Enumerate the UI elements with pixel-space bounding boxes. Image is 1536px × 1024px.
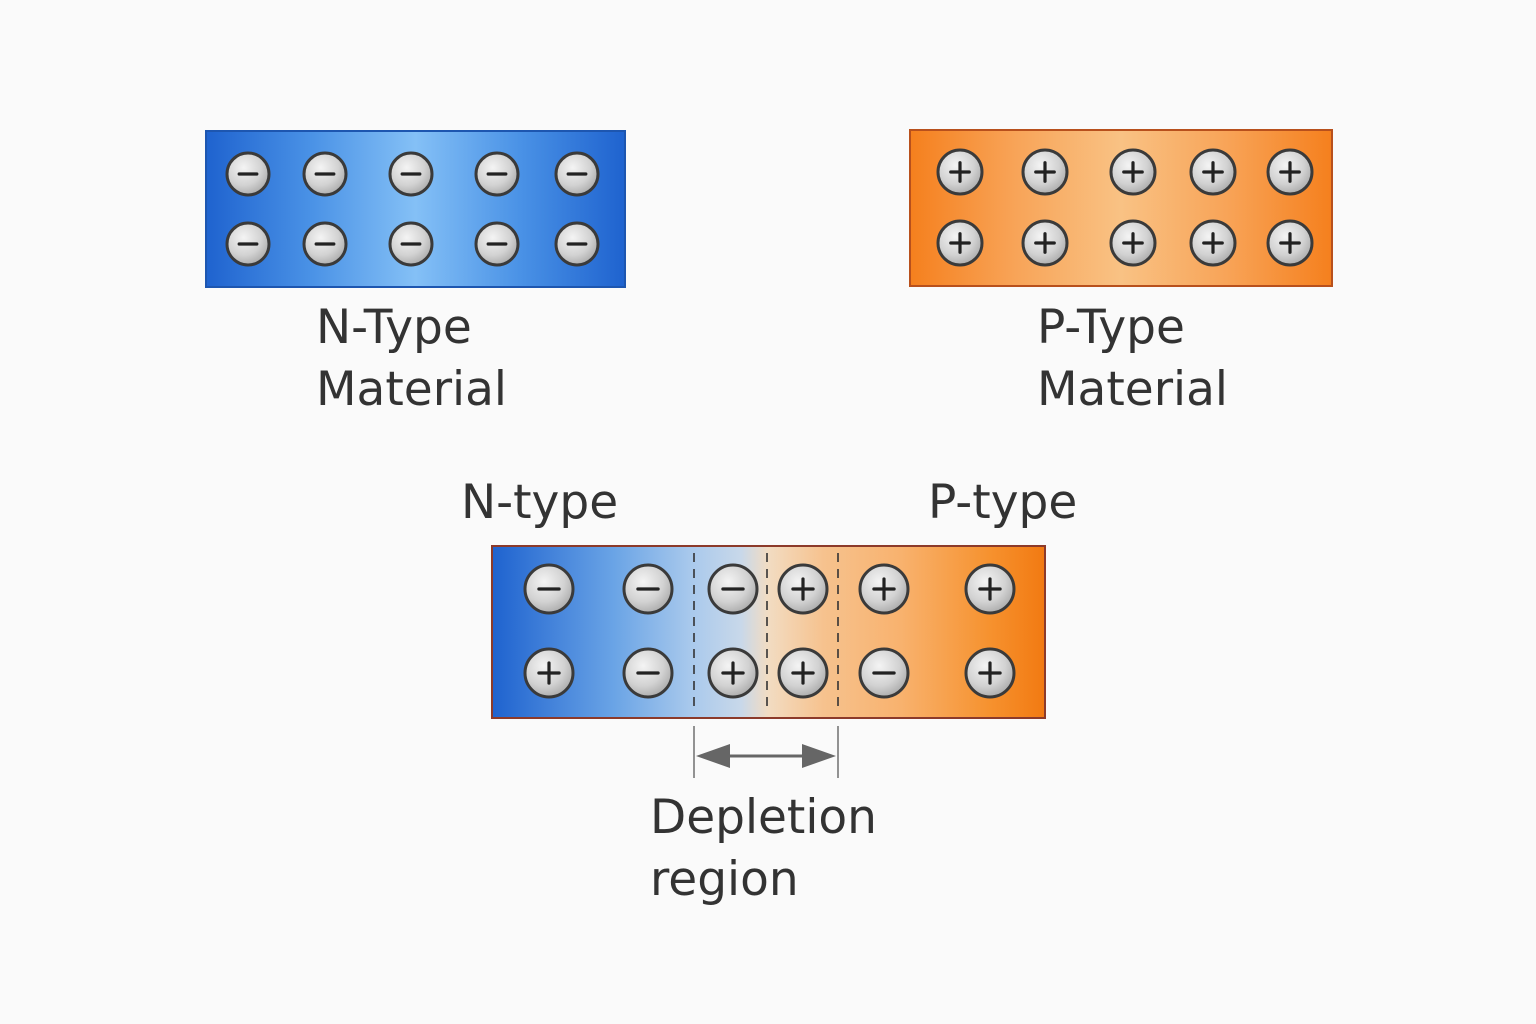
n-material-negative-ion-icon [225,221,271,267]
p-type-charge-group [936,148,1314,267]
p-material-positive-ion-icon [1021,219,1069,267]
p-material-positive-ion-icon [1021,148,1069,196]
junction-positive-ion-icon [707,647,759,699]
p-material-positive-ion-icon [1189,219,1237,267]
n-type-caption-line1: N-Type [316,300,472,355]
n-material-negative-ion-icon [474,221,520,267]
arrow-left-head-icon [696,744,730,768]
p-material-positive-ion-icon [1109,219,1157,267]
n-material-negative-ion-icon [388,221,434,267]
arrow-right-head-icon [802,744,836,768]
p-type-caption-line1: P-Type [1037,300,1185,355]
p-material-positive-ion-icon [936,148,984,196]
pn-junction-block [491,545,1046,719]
junction-n-type-label: N-type [461,475,619,530]
junction-negative-ion-icon [858,647,910,699]
junction-positive-ion-icon [964,647,1016,699]
n-material-negative-ion-icon [554,151,600,197]
junction-positive-ion-icon [858,563,910,615]
n-material-negative-ion-icon [302,151,348,197]
junction-positive-ion-icon [777,647,829,699]
n-material-negative-ion-icon [388,151,434,197]
junction-p-type-label: P-type [928,475,1078,530]
n-material-negative-ion-icon [225,151,271,197]
junction-negative-ion-icon [622,647,674,699]
p-type-material-caption: P-Type Material [1037,297,1228,421]
p-material-positive-ion-icon [1189,148,1237,196]
n-material-negative-ion-icon [302,221,348,267]
depletion-caption-line2: region [650,852,799,907]
junction-negative-ion-icon [707,563,759,615]
junction-positive-ion-icon [964,563,1016,615]
depletion-region-caption: Depletion region [650,787,877,911]
junction-positive-ion-icon [523,647,575,699]
n-type-caption-line2: Material [316,362,507,417]
depletion-boundary-lines [693,553,839,712]
p-material-positive-ion-icon [1266,148,1314,196]
depletion-width-arrow [693,726,839,778]
junction-positive-ion-icon [777,563,829,615]
depletion-caption-line1: Depletion [650,790,877,845]
n-type-material-caption: N-Type Material [316,297,507,421]
n-material-negative-ion-icon [554,221,600,267]
p-material-positive-ion-icon [936,219,984,267]
junction-negative-ion-icon [523,563,575,615]
junction-charge-group [523,563,1016,699]
n-type-charge-group [225,151,600,267]
p-type-caption-line2: Material [1037,362,1228,417]
p-material-positive-ion-icon [1266,219,1314,267]
p-material-positive-ion-icon [1109,148,1157,196]
junction-negative-ion-icon [622,563,674,615]
n-material-negative-ion-icon [474,151,520,197]
